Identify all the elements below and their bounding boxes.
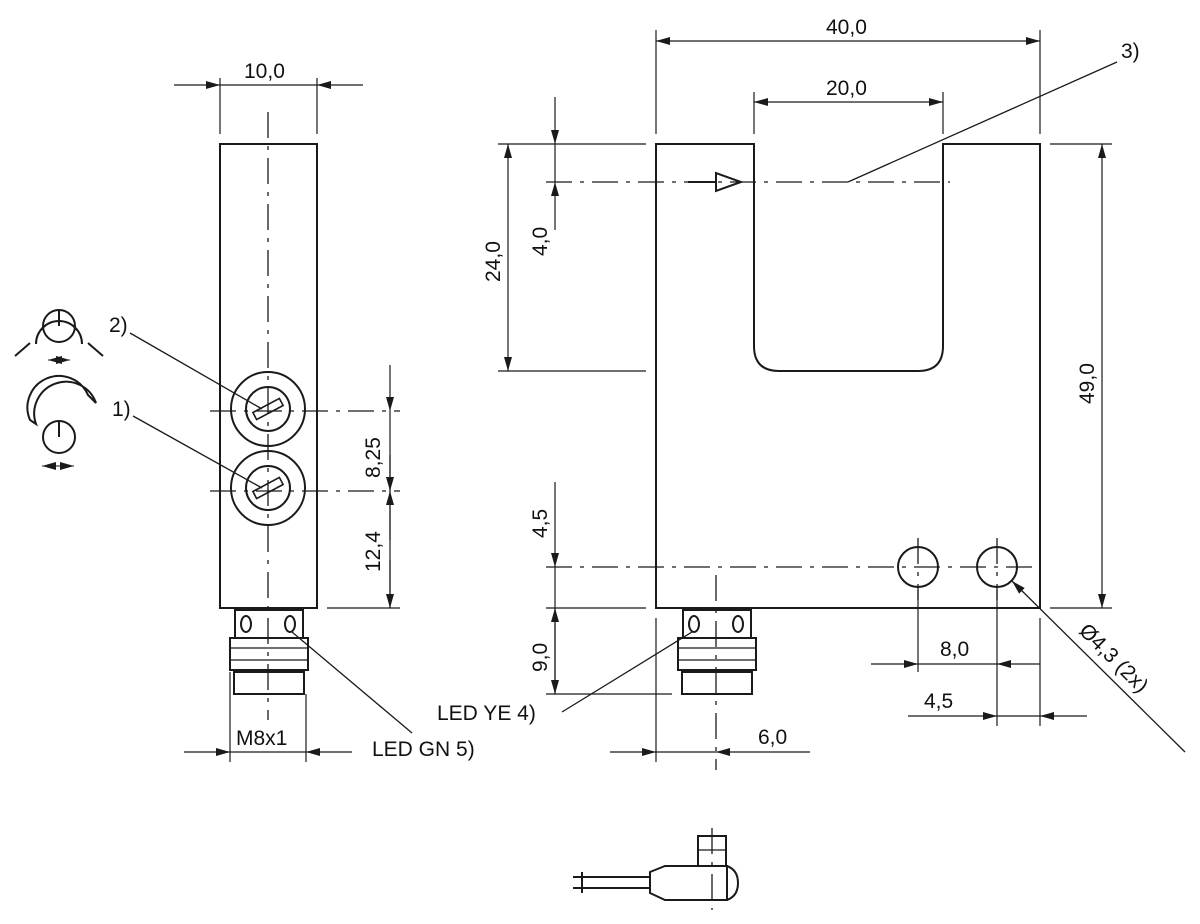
dim-hole-offset-vertical: 4,5 (529, 509, 552, 538)
dim-pot-to-bottom: 12,4 (362, 531, 385, 572)
side-connector (229, 609, 309, 695)
angled-connector-view (573, 828, 740, 910)
callout-pot2: 2) (109, 314, 128, 337)
callout-led-yellow: LED YE 4) (437, 702, 536, 725)
dim-thread: M8x1 (236, 727, 287, 750)
led-gn-indicator (284, 615, 296, 633)
dim-hole-spacing: 8,0 (940, 638, 969, 661)
front-view: 40,0 20,0 3) 24,0 4,0 49,0 4,5 9,0 (437, 16, 1186, 770)
led-ye-indicator (688, 615, 700, 633)
potentiometer-2[interactable] (230, 371, 306, 447)
dim-hole-edge: 4,5 (924, 690, 953, 713)
function-adjust-icon (26, 374, 97, 470)
callout-optical-axis: 3) (1121, 40, 1140, 63)
dim-connector-offset: 6,0 (758, 726, 787, 749)
dim-overall-width: 40,0 (826, 16, 867, 39)
sensitivity-adjust-icon (14, 309, 104, 364)
side-view: 10,0 8,25 12,4 M8x1 2) 1) LED GN 5) (14, 60, 475, 762)
dim-beam-offset: 4,0 (529, 227, 552, 256)
callout-pot1: 1) (112, 398, 131, 421)
callout-led-green: LED GN 5) (372, 738, 475, 761)
dim-pot-spacing: 8,25 (362, 437, 385, 478)
dim-overall-height: 49,0 (1076, 363, 1099, 404)
dim-connector-length: 9,0 (529, 643, 552, 672)
front-connector (677, 609, 757, 695)
beam-arrow (688, 171, 744, 193)
front-body-outline (655, 143, 1041, 609)
dim-hole-diameter: Ø4,3 (2x) (1074, 619, 1152, 697)
dim-slot-width: 20,0 (826, 77, 867, 100)
dim-width-side: 10,0 (244, 60, 285, 83)
dim-slot-depth: 24,0 (482, 241, 505, 282)
